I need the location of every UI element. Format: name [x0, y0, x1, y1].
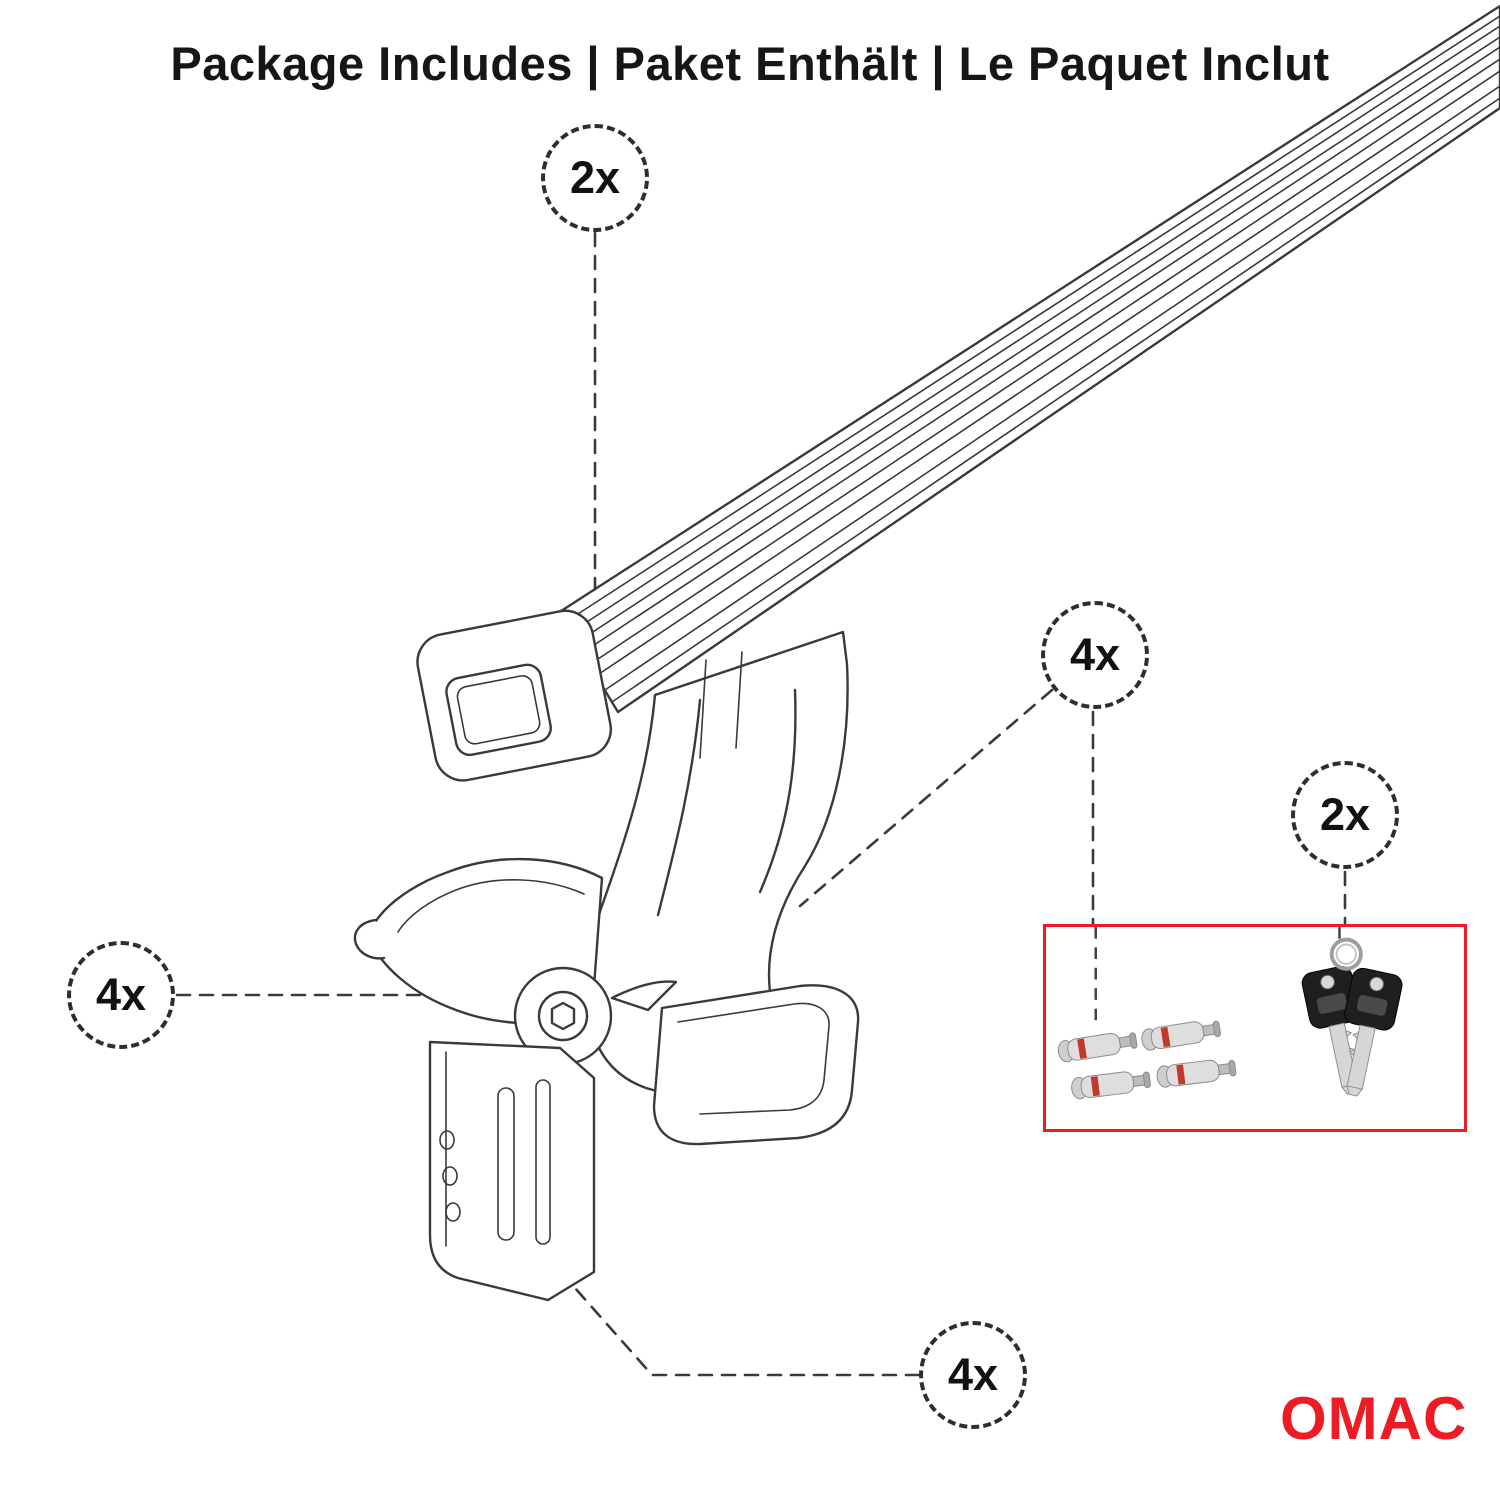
lock-cylinders-image [1057, 1020, 1237, 1100]
leader-lines [175, 231, 1347, 1377]
callout-lock-bolts-qty: 4x [1041, 601, 1149, 709]
rubber-base-pad [652, 984, 860, 1146]
keys-image [1301, 937, 1403, 1097]
callout-label: 2x [569, 152, 621, 203]
page-title: Package Includes | Paket Enthält | Le Pa… [170, 37, 1330, 90]
callout-label: 2x [1319, 789, 1371, 840]
mounting-foot [353, 630, 860, 1302]
lock-bolt-boss [513, 966, 678, 1066]
callout-label: 4x [1069, 629, 1121, 680]
omac-logo: OMAC [1280, 1384, 1467, 1453]
end-cap [416, 609, 613, 782]
small-parts-images [1057, 927, 1403, 1100]
crossbar [556, 4, 1500, 714]
callout-keys-qty: 2x [1291, 761, 1399, 869]
key-ring-icon [1329, 937, 1363, 971]
clamp-bracket [428, 1040, 596, 1302]
callout-clamps-qty: 4x [919, 1321, 1027, 1429]
omac-logo-text: OMAC [1280, 1385, 1468, 1452]
callout-feet-qty: 4x [67, 941, 175, 1049]
callout-label: 4x [947, 1349, 999, 1400]
callout-label: 4x [95, 969, 147, 1020]
small-parts-box [1043, 924, 1467, 1132]
callout-crossbars-qty: 2x [541, 124, 649, 232]
